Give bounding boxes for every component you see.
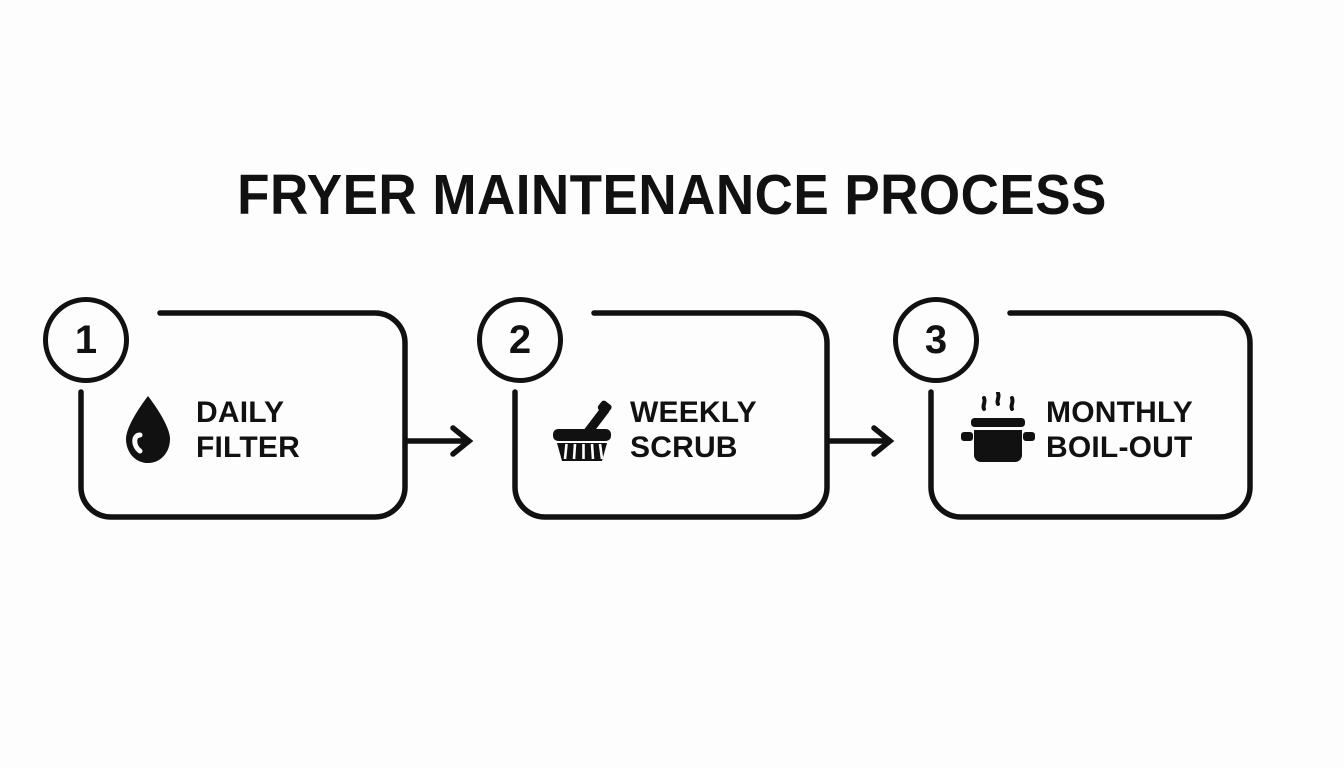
arrow-right-icon-2 — [826, 424, 898, 463]
step-number-1: 1 — [74, 318, 98, 362]
steaming-pot-icon — [950, 392, 1046, 468]
step-content-1: DAILY FILTER — [100, 340, 300, 520]
step-number-2: 2 — [508, 318, 532, 362]
step-card-outline — [928, 310, 1253, 520]
scrub-brush-icon-glyph — [553, 400, 612, 461]
arrow-right-icon-1-glyph — [405, 425, 474, 457]
step-number-badge-2: 2 — [477, 297, 563, 383]
step-label-3-line1: MONTHLY — [1046, 395, 1193, 429]
step-label-1-line2: FILTER — [196, 431, 300, 464]
droplet-icon — [100, 394, 196, 466]
arrow-right-icon-1 — [405, 424, 477, 463]
arrow-right-icon-2-glyph — [826, 425, 895, 457]
step-label-3-line2: BOIL-OUT — [1046, 431, 1193, 464]
steaming-pot-icon-glyph — [961, 392, 1035, 462]
droplet-icon-glyph — [126, 396, 170, 463]
step-content-2: WEEKLY SCRUB — [534, 340, 757, 520]
scrub-brush-icon — [534, 397, 630, 463]
step-label-2-line1: WEEKLY — [630, 395, 757, 429]
step-label-2: WEEKLY SCRUB — [630, 395, 757, 466]
step-label-2-line2: SCRUB — [630, 431, 738, 464]
step-content-3: MONTHLY BOIL-OUT — [950, 340, 1193, 520]
step-label-1: DAILY FILTER — [196, 395, 300, 466]
step-number-badge-3: 3 — [893, 297, 979, 383]
step-label-3: MONTHLY BOIL-OUT — [1046, 395, 1193, 466]
step-number-3: 3 — [924, 318, 948, 362]
page-title: FRYER MAINTENANCE PROCESS — [237, 163, 1107, 227]
step-number-badge-1: 1 — [43, 297, 129, 383]
step-card-outline — [512, 310, 830, 520]
step-label-1-line1: DAILY — [196, 395, 285, 429]
step-card-outline — [78, 310, 408, 520]
